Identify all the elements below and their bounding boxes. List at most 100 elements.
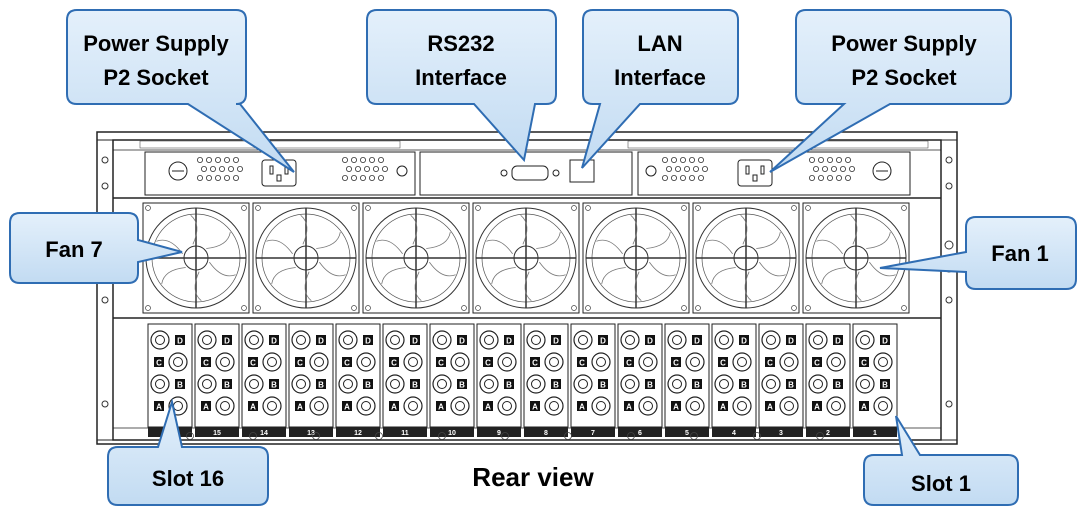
slot-number: 7: [591, 430, 595, 437]
connector-letter: A: [156, 403, 162, 412]
connector-letter: A: [861, 403, 867, 412]
bnc-connector: [855, 374, 875, 394]
callout-power-right-line2: P2 Socket: [851, 65, 957, 90]
connector-letter: B: [882, 381, 888, 390]
callout-power-right-line1: Power Supply: [831, 31, 977, 56]
connector-letter-badge: [880, 335, 890, 345]
callout-rs232: RS232 Interface: [366, 9, 557, 163]
bnc-connector: [638, 352, 658, 372]
connector-letter-badge: [786, 335, 796, 345]
connector-letter-badge: [175, 379, 185, 389]
callout-slot-16-label: Slot 16: [152, 466, 224, 491]
connector-letter-badge: [765, 357, 775, 367]
connector-letter-badge: [812, 401, 822, 411]
connector-letter: A: [250, 403, 256, 412]
connector-letter: B: [177, 381, 183, 390]
bnc-connector: [479, 374, 499, 394]
slot-number-bar: [477, 427, 521, 437]
connector-letter: B: [365, 381, 371, 390]
connector-letter-badge: [598, 335, 608, 345]
connector-letter-badge: [859, 357, 869, 367]
slot-number-bar: [571, 427, 615, 437]
slot-number-bar: [712, 427, 756, 437]
connector-letter-badge: [739, 379, 749, 389]
connector-letter: D: [741, 337, 747, 346]
connector-letter: C: [297, 359, 303, 368]
bnc-connector: [244, 374, 264, 394]
connector-letter: D: [506, 337, 512, 346]
connector-letter-badge: [389, 401, 399, 411]
bnc-connector: [356, 396, 376, 416]
bnc-connector: [667, 330, 687, 350]
connector-letter: A: [485, 403, 491, 412]
connector-letter: D: [788, 337, 794, 346]
slot-number-bar: [853, 427, 897, 437]
lan-port: [569, 159, 595, 183]
bnc-connector: [197, 374, 217, 394]
connector-letter-badge: [718, 401, 728, 411]
slot-number: 10: [448, 430, 456, 437]
connector-letter-badge: [483, 401, 493, 411]
bnc-connector: [309, 352, 329, 372]
slot-number: 4: [732, 430, 736, 437]
connector-letter: B: [412, 381, 418, 390]
bnc-connector: [714, 330, 734, 350]
connector-letter-badge: [692, 379, 702, 389]
connector-letter-badge: [483, 357, 493, 367]
connector-letter: A: [203, 403, 209, 412]
bnc-connector: [338, 374, 358, 394]
connector-letter-badge: [201, 357, 211, 367]
connector-letter-badge: [504, 379, 514, 389]
bnc-connector: [356, 352, 376, 372]
bnc-connector: [244, 330, 264, 350]
connector-letter-badge: [201, 401, 211, 411]
bnc-connector: [309, 396, 329, 416]
callout-slot-1: Slot 1: [863, 415, 1019, 506]
rs232-port: [511, 165, 549, 181]
connector-letter-badge: [530, 401, 540, 411]
callout-slot-1-label: Slot 1: [911, 471, 971, 496]
fan: [582, 202, 690, 314]
connector-letter: B: [741, 381, 747, 390]
connector-letter: B: [506, 381, 512, 390]
bnc-connector: [685, 352, 705, 372]
connector-letter-badge: [671, 357, 681, 367]
bnc-connector: [591, 396, 611, 416]
bnc-connector: [826, 396, 846, 416]
bnc-connector: [497, 352, 517, 372]
connector-letter: B: [271, 381, 277, 390]
fan: [692, 202, 800, 314]
connector-letter-badge: [833, 379, 843, 389]
connector-letter: C: [767, 359, 773, 368]
connector-letter-badge: [671, 401, 681, 411]
connector-letter-badge: [833, 335, 843, 345]
bnc-connector: [544, 352, 564, 372]
connector-letter: D: [318, 337, 324, 346]
callout-fan-1-label: Fan 1: [991, 241, 1048, 266]
connector-letter: D: [412, 337, 418, 346]
bnc-connector: [685, 396, 705, 416]
slot-number: 2: [826, 430, 830, 437]
bnc-connector: [855, 330, 875, 350]
slot-number-bar: [430, 427, 474, 437]
callout-fan-7: Fan 7: [9, 212, 183, 284]
connector-letter-badge: [718, 357, 728, 367]
power-supply-left: [144, 151, 416, 196]
slot-number-bar: [289, 427, 333, 437]
bnc-connector: [432, 330, 452, 350]
connector-letter: A: [673, 403, 679, 412]
connector-letter-badge: [363, 335, 373, 345]
connector-letter: A: [767, 403, 773, 412]
bnc-connector: [761, 330, 781, 350]
connector-letter-badge: [269, 335, 279, 345]
connector-letter: D: [177, 337, 183, 346]
slot-number-bar: [242, 427, 286, 437]
bnc-connector: [714, 374, 734, 394]
bnc-connector: [291, 330, 311, 350]
callout-slot-16: Slot 16: [107, 398, 269, 506]
